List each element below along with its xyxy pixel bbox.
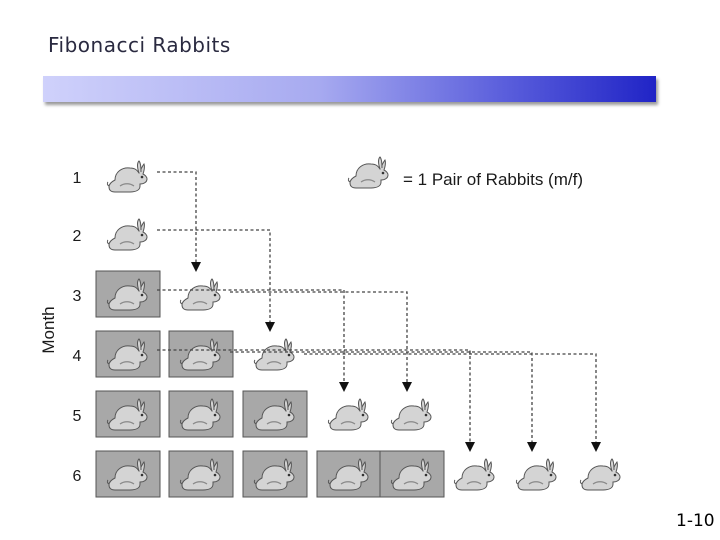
rabbit-icon xyxy=(106,218,148,251)
month-label: 2 xyxy=(73,228,82,245)
birth-arrow xyxy=(157,349,471,444)
month-label: 1 xyxy=(73,170,82,187)
rabbit-icon xyxy=(390,398,432,431)
rabbit-icon xyxy=(253,338,295,371)
birth-arrow xyxy=(157,229,271,324)
arrow-head xyxy=(402,382,412,392)
legend: = 1 Pair of Rabbits (m/f) xyxy=(347,156,583,189)
rabbit-icon xyxy=(179,278,221,311)
arrow-head xyxy=(591,442,601,452)
rabbit-icon xyxy=(515,458,557,491)
arrow-head xyxy=(527,442,537,452)
month-label: 4 xyxy=(73,348,82,365)
arrows xyxy=(157,171,601,452)
rabbit-icon xyxy=(106,160,148,193)
birth-arrow xyxy=(230,291,408,384)
rabbit-icon xyxy=(347,156,389,189)
month-label: 5 xyxy=(73,408,82,425)
birth-arrow xyxy=(157,289,345,384)
birth-arrow xyxy=(230,351,533,444)
rabbit-icon xyxy=(579,458,621,491)
rabbit-icon xyxy=(327,398,369,431)
month-axis-label: Month xyxy=(39,306,58,353)
arrow-head xyxy=(339,382,349,392)
arrow-head xyxy=(191,262,201,272)
rows: 1 2 3 4 5 6 xyxy=(73,160,621,498)
slide-title: Fibonacci Rabbits xyxy=(48,33,231,57)
legend-text: = 1 Pair of Rabbits (m/f) xyxy=(403,170,583,189)
month-label: 3 xyxy=(73,288,82,305)
slide-number: 1-10 xyxy=(676,511,715,531)
arrow-head xyxy=(465,442,475,452)
month-label: 6 xyxy=(73,468,82,485)
birth-arrow xyxy=(157,171,197,264)
birth-arrow xyxy=(304,353,597,444)
rabbit-icon xyxy=(453,458,495,491)
title-bar xyxy=(43,76,656,102)
arrow-head xyxy=(265,322,275,332)
